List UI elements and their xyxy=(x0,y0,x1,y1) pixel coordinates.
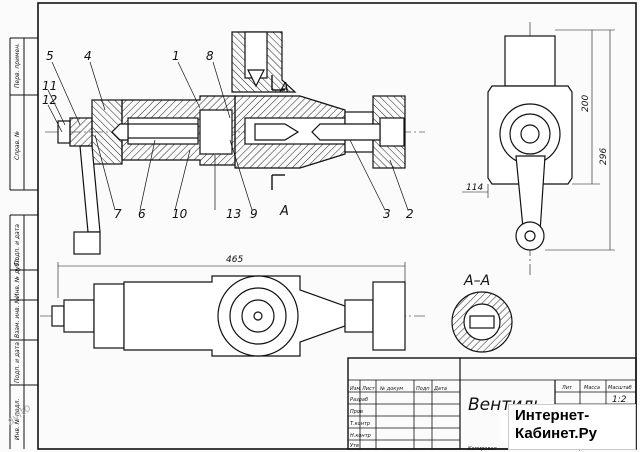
stamp-logo-icon xyxy=(499,411,508,441)
part-number: 2 xyxy=(406,207,414,221)
site-stamp: Интернет- Кабинет.Ру xyxy=(499,404,636,450)
part-number: 5 xyxy=(46,49,54,63)
section-title: А–А xyxy=(463,273,490,289)
tb-izm: Изм xyxy=(350,386,360,392)
tb-nkontr: Н.контр xyxy=(350,433,371,439)
stamp-line1: Интернет- xyxy=(515,407,590,424)
part-number: 11 xyxy=(42,79,57,93)
part-number: 6 xyxy=(138,207,146,221)
part-number: 12 xyxy=(42,93,57,107)
section-a-a-view xyxy=(451,291,513,353)
tb-date: Дата xyxy=(433,386,447,392)
tb-utv: Утв xyxy=(350,443,359,449)
stamp-line2: Кабинет.Ру xyxy=(515,425,597,442)
section-marker-bottom: А xyxy=(279,204,289,219)
tb-prov: Пров xyxy=(350,409,363,415)
dimension-465: 465 xyxy=(226,255,243,265)
dimension-114: 114 xyxy=(466,183,483,193)
side-label: Инв. № дубл. xyxy=(14,257,21,298)
tb-kopiroval: Копировал xyxy=(468,446,497,452)
part-number: 7 xyxy=(114,207,122,221)
plan-view xyxy=(40,275,425,357)
part-number: 3 xyxy=(383,207,391,221)
plan-view-dimension xyxy=(57,262,406,298)
part-number: 1 xyxy=(172,49,180,63)
dimension-200: 200 xyxy=(581,95,591,112)
side-label: Перв. примен. xyxy=(14,43,21,88)
side-label: Взам. инв. № xyxy=(14,297,21,338)
side-label: Инв. № подл. xyxy=(14,399,21,440)
tb-tkontr: Т.контр xyxy=(350,421,370,427)
side-view-dimensions xyxy=(462,29,615,251)
tb-scale-value: 1:2 xyxy=(612,395,627,405)
tb-list: Лист xyxy=(361,386,376,392)
side-labels: Перв. примен. Справ. № Подп. и дата Инв.… xyxy=(14,43,21,440)
section-marker-top: А xyxy=(279,81,289,96)
side-label: Подп. и дата xyxy=(14,342,21,383)
part-number: 8 xyxy=(206,49,214,63)
tb-razrab: Разраб xyxy=(350,397,368,403)
dimension-296: 296 xyxy=(599,148,609,165)
title-block xyxy=(347,357,637,450)
part-number-labels: 5 4 1 8 11 12 7 6 10 13 9 3 2 xyxy=(42,49,414,221)
side-label: Справ. № xyxy=(14,131,21,160)
leader-lines xyxy=(47,61,409,211)
tb-doc: № докум xyxy=(379,386,403,392)
part-number: 10 xyxy=(172,207,188,221)
sheet-frame xyxy=(9,2,637,450)
stamp-text: Интернет- Кабинет.Ру xyxy=(515,407,597,443)
part-number: 4 xyxy=(84,49,92,63)
tb-sign: Подп xyxy=(416,386,430,392)
side-label: Подп. и дата xyxy=(14,224,21,265)
tb-massa: Масса xyxy=(584,385,600,391)
tb-masshtab: Масштаб xyxy=(608,385,632,391)
tb-lit: Лит xyxy=(561,385,573,391)
section-markers xyxy=(271,75,285,190)
part-number: 9 xyxy=(250,207,258,221)
part-number: 13 xyxy=(226,207,241,221)
side-view xyxy=(487,22,573,275)
